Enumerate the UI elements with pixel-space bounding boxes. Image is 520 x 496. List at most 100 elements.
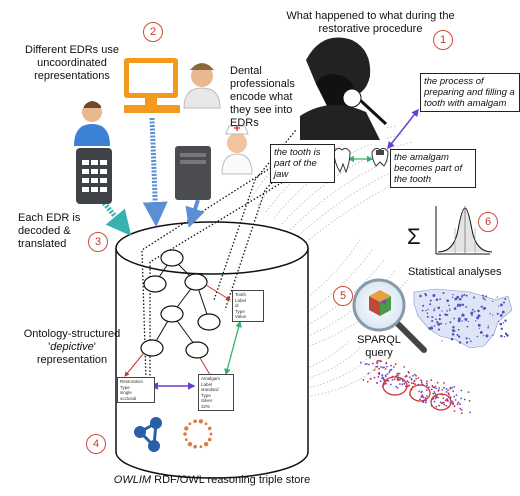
- map-dot: [480, 305, 483, 308]
- scatter-dot: [469, 411, 471, 414]
- restoration-instance-card: Restoration Type single occlusal: [117, 377, 155, 403]
- map-dot: [438, 314, 442, 317]
- scatter-dot: [422, 401, 424, 404]
- card-line: Restoration: [120, 379, 144, 384]
- scatter-dot: [364, 363, 367, 365]
- scatter-dot: [412, 382, 415, 385]
- scatter-dot: [378, 359, 380, 362]
- scatter-dot: [394, 363, 397, 366]
- scatter-dot: [419, 398, 421, 401]
- step-badge: 3: [88, 232, 108, 252]
- scatter-dot: [369, 377, 372, 380]
- edr-server-icon: [175, 146, 211, 200]
- rdf-cube-icon: [369, 290, 391, 316]
- map-dot: [483, 306, 487, 310]
- step-badge: 2: [143, 22, 163, 42]
- scatter-dot: [403, 382, 406, 385]
- map-dot: [442, 291, 445, 295]
- map-dot: [432, 294, 436, 297]
- scatter-dot: [456, 403, 459, 406]
- map-dot: [500, 303, 503, 307]
- ontology-label-pre: Ontology-structured ': [23, 328, 121, 353]
- amalgam-tooth-icon: [371, 147, 389, 167]
- scatter-dot: [422, 396, 425, 399]
- scatter-dot: [454, 399, 457, 401]
- map-dot: [499, 314, 503, 317]
- scatter-dot: [368, 363, 370, 366]
- scatter-dot: [453, 385, 456, 388]
- map-dot: [503, 335, 506, 338]
- scatter-dot: [405, 374, 408, 377]
- map-dot: [477, 309, 480, 313]
- scatter-dot: [396, 372, 399, 375]
- scatter-dot: [434, 397, 437, 400]
- map-dot: [451, 329, 455, 332]
- scatter-dot: [431, 384, 434, 387]
- map-dot: [451, 296, 454, 299]
- scatter-dot: [460, 389, 463, 392]
- scatter-dot: [451, 386, 453, 389]
- scatter-dot: [430, 379, 433, 381]
- scatter-dot: [377, 375, 380, 378]
- map-dot: [426, 315, 429, 318]
- tree-node: [160, 305, 184, 323]
- map-dot: [487, 325, 489, 327]
- map-dot: [430, 299, 432, 302]
- map-dot: [465, 294, 468, 297]
- scatter-dot: [421, 396, 423, 398]
- amalgam-instance-card: Amalgam Label standard Type Silver 32%: [198, 374, 234, 411]
- scatter-dot: [385, 362, 387, 365]
- map-dot: [421, 309, 424, 312]
- map-dot: [453, 307, 457, 310]
- map-dot: [485, 334, 489, 338]
- scatter-dot: [425, 382, 428, 385]
- map-dot: [482, 334, 485, 337]
- card-line: Label: [201, 381, 213, 387]
- scatter-dot: [386, 373, 389, 375]
- scatter-dot: [413, 373, 416, 376]
- statistical-label: Statistical analyses: [408, 266, 502, 278]
- ring-dot: [199, 445, 203, 449]
- map-dot: [424, 293, 427, 296]
- map-dot: [476, 335, 479, 338]
- map-dot: [427, 308, 429, 311]
- scatter-dot: [382, 376, 384, 379]
- map-dot: [422, 304, 425, 307]
- card-line: occlusal: [120, 395, 137, 401]
- scatter-dot: [455, 394, 458, 397]
- scatter-dot: [452, 390, 455, 392]
- scatter-dot: [381, 374, 384, 377]
- scatter-dot: [421, 394, 424, 396]
- procedure-sketch-icon: [296, 36, 388, 144]
- map-dot: [468, 338, 470, 340]
- map-dot: [466, 325, 469, 328]
- scatter-dot: [401, 383, 404, 386]
- scatter-dot: [443, 386, 445, 389]
- scatter-cluster-icon: [360, 359, 471, 415]
- map-dot: [461, 303, 465, 306]
- input-arrows: [102, 117, 205, 236]
- scatter-dot: [436, 381, 439, 384]
- scatter-dot: [438, 387, 441, 389]
- scatter-dot: [404, 385, 407, 388]
- different-edrs-label: Different EDRs use uncoordinated represe…: [25, 44, 119, 82]
- scatter-dot: [451, 400, 454, 403]
- scatter-dot: [367, 372, 370, 375]
- scatter-dot: [395, 385, 398, 388]
- scatter-dot: [437, 396, 439, 399]
- map-dot: [473, 310, 476, 313]
- scatter-dot: [398, 372, 401, 375]
- scatter-dot: [426, 384, 428, 387]
- step-badge: 5: [333, 286, 353, 306]
- map-dot: [456, 305, 459, 308]
- scatter-dot: [403, 366, 406, 368]
- card-line: Amalgam: [201, 376, 221, 381]
- scatter-dot: [362, 379, 365, 381]
- ring-dot: [207, 437, 212, 442]
- scatter-dot: [424, 397, 427, 399]
- ontology-label-post: ' representation: [36, 341, 108, 366]
- scatter-dot: [390, 383, 392, 386]
- map-dot: [504, 332, 508, 335]
- ring-dot: [184, 426, 189, 431]
